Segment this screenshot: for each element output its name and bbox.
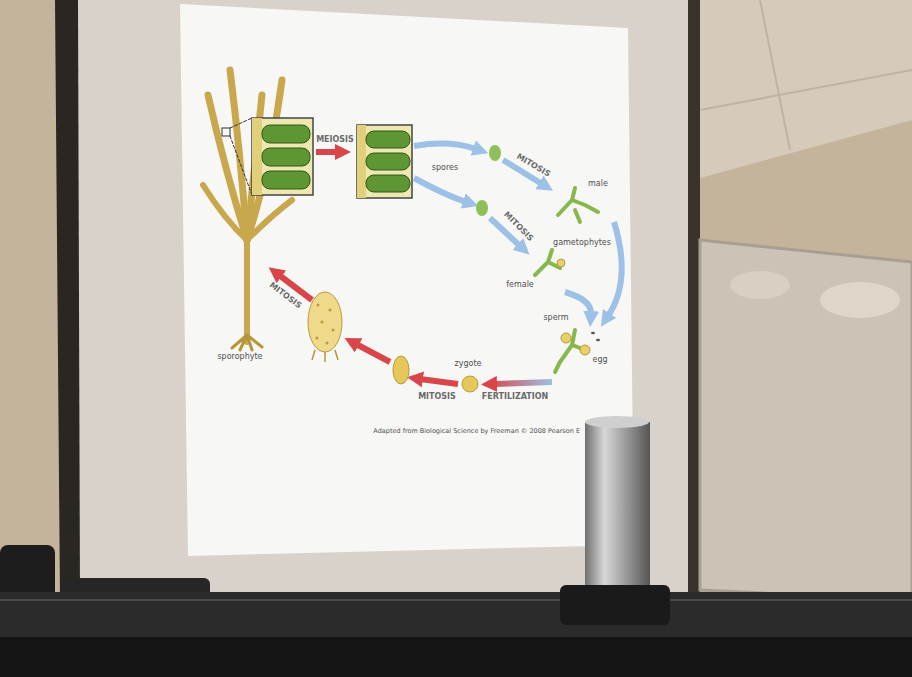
spore-and-gametophyte-part-part (317, 304, 320, 307)
room-background-part (78, 0, 692, 600)
kelp-sporophyte-part (232, 335, 262, 350)
stage-label: MEIOSIS (316, 136, 354, 145)
spore-and-gametophyte-part (393, 356, 409, 384)
spore-and-gametophyte-part (489, 145, 501, 161)
microscope-foreground-part (0, 637, 912, 677)
cycle-arrow-part (316, 149, 338, 155)
cross-section-inset (252, 118, 412, 198)
cross-section-inset-part (366, 153, 410, 170)
spore-and-gametophyte-part-part (321, 321, 324, 324)
spore-and-gametophyte-part-part (332, 329, 335, 332)
cross-section-inset-part (357, 125, 366, 198)
kelp-sporophyte-part (203, 185, 247, 240)
room-background-part (180, 4, 634, 556)
spore-and-gametophyte-part (312, 350, 338, 362)
kelp-sporophyte-part (230, 70, 247, 240)
spore-and-gametophyte-part (462, 376, 478, 392)
spore-and-gametophyte (308, 145, 600, 392)
stage-label: zygote (455, 360, 482, 369)
stage-label: gametophytes (553, 239, 611, 248)
microscope-foreground-part (560, 585, 670, 625)
cross-section-inset-part (366, 175, 410, 192)
microscope-foreground-part (0, 599, 912, 601)
cross-section-inset-part (262, 171, 310, 189)
cycle-arrow-part (356, 344, 390, 362)
spore-and-gametophyte-part (308, 292, 342, 352)
stage-label: sporophyte (217, 353, 262, 362)
stage-label: male (588, 180, 608, 189)
cycle-arrow-part (414, 178, 466, 202)
room-background-part (700, 70, 912, 110)
stage-label: female (506, 281, 534, 290)
spore-and-gametophyte-part (476, 200, 488, 216)
spore-and-gametophyte-part (316, 304, 335, 345)
spore-and-gametophyte-part-part (326, 342, 329, 345)
stage-label: MITOSIS (418, 393, 456, 402)
spore-and-gametophyte-part (596, 339, 600, 342)
spore-and-gametophyte-part (580, 345, 590, 355)
microscope-foreground (0, 416, 912, 677)
stage-label: sperm (543, 314, 568, 323)
cycle-arrow-part (608, 222, 622, 316)
cross-section-inset-part (262, 125, 310, 143)
kelp-sporophyte (203, 70, 292, 350)
room-background-part (55, 0, 80, 600)
stage-label: egg (592, 356, 607, 365)
microscope-foreground-part (585, 422, 650, 587)
stage-label: FERTILIZATION (482, 393, 549, 402)
spore-and-gametophyte-part (558, 188, 598, 222)
spore-and-gametophyte-part (561, 333, 571, 343)
spore-and-gametophyte-part (535, 250, 560, 275)
room-background-part (730, 271, 790, 299)
cross-section-inset-part (252, 118, 313, 195)
stage-label: spores (432, 164, 458, 173)
kelp-sporophyte-part (230, 118, 252, 195)
room-background-part (700, 240, 912, 600)
kelp-sporophyte-part (222, 128, 230, 136)
cycle-arrow-part (420, 379, 458, 384)
kelp-sporophyte-part (244, 240, 250, 342)
cross-section-inset-part (262, 148, 310, 166)
room-background-part (820, 282, 900, 318)
microscope-foreground-part (585, 416, 649, 428)
cycle-arrow (279, 144, 622, 384)
spore-and-gametophyte-part-part (329, 309, 332, 312)
room-background-part (760, 0, 790, 150)
room-background-part (688, 0, 700, 600)
spore-and-gametophyte-part-part (316, 337, 319, 340)
microscope-foreground-part (0, 592, 912, 637)
cycle-arrow-part (494, 382, 552, 384)
cross-section-inset-part (357, 125, 412, 198)
credit-note: Adapted from Biological Science by Freem… (373, 428, 580, 435)
cross-section-inset-part (252, 118, 262, 195)
spore-and-gametophyte-part (591, 332, 595, 335)
cross-section-inset-part (366, 131, 410, 148)
spore-and-gametophyte-part (557, 259, 565, 267)
kelp-sporophyte-part (247, 200, 292, 240)
cycle-arrow-part (565, 292, 591, 314)
cycle-arrow-part (414, 144, 476, 149)
